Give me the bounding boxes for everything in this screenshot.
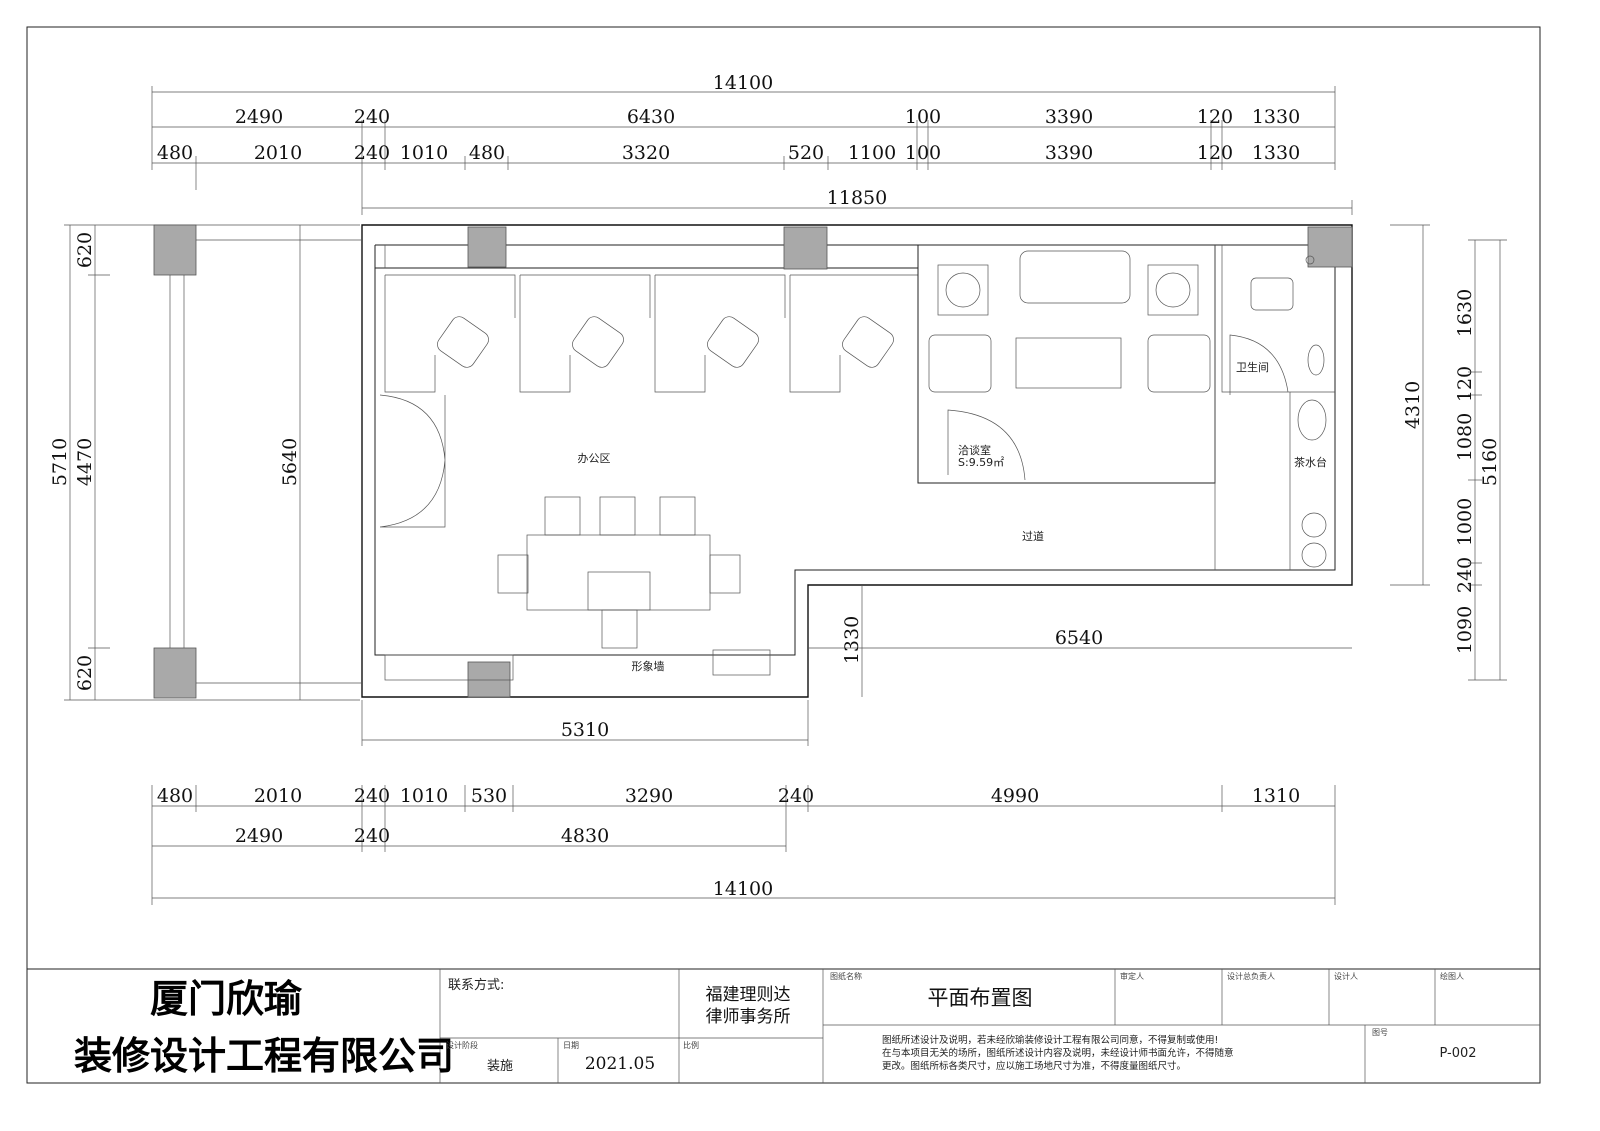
workstations: [384, 274, 919, 393]
client-line2: 律师事务所: [706, 1007, 791, 1027]
dim: 240: [778, 785, 814, 807]
column: [467, 661, 511, 698]
dim: 3390: [1045, 106, 1093, 128]
toilet-room: [1214, 245, 1335, 570]
dim: 100: [905, 142, 941, 164]
dim: 1010: [400, 142, 448, 164]
dim: 3390: [1045, 142, 1093, 164]
client-line1: 福建理则达: [706, 985, 791, 1005]
room-label-toilet: 卫生间: [1236, 360, 1269, 374]
dim: 1630: [1454, 289, 1476, 337]
dim: 240: [354, 106, 390, 128]
dim: 1330: [1252, 142, 1300, 164]
dim: 620: [74, 232, 96, 268]
dim: 240: [354, 142, 390, 164]
dim-inner-width: 11850: [827, 187, 887, 209]
left-dimensions: 5710 4470 620 620 5640: [49, 224, 360, 701]
dim: 6430: [627, 106, 675, 128]
column: [153, 224, 197, 276]
company-name-line2: 装修设计工程有限公司: [74, 1034, 454, 1078]
dim: 240: [354, 785, 390, 807]
dim: 240: [354, 825, 390, 847]
dim: 2010: [254, 142, 302, 164]
scale-label: 比例: [683, 1040, 699, 1050]
drawing-no-label: 图号: [1372, 1028, 1388, 1037]
room-area-meeting: S:9.59㎡: [958, 456, 1004, 469]
dim: 480: [157, 142, 193, 164]
dim: 1090: [1454, 606, 1476, 654]
date-label: 日期: [563, 1041, 579, 1050]
date-value: 2021.05: [585, 1054, 655, 1074]
designer-label: 设计人: [1334, 971, 1358, 981]
label-image-wall: 形象墙: [632, 659, 665, 673]
note-line: 图纸所述设计及说明，若未经欣瑜装修设计工程有限公司同意，不得复制或使用!: [882, 1034, 1218, 1046]
column: [467, 226, 507, 268]
dim: 6540: [1055, 627, 1103, 649]
room-label-meeting: 洽谈室: [958, 443, 991, 457]
room-label-corridor: 过道: [1022, 529, 1044, 543]
dim: 1000: [1454, 498, 1476, 546]
dim: 1080: [1454, 413, 1476, 461]
stage-value: 装施: [487, 1059, 513, 1074]
dim: 100: [905, 106, 941, 128]
dim: 5640: [279, 438, 301, 486]
top-dimensions: 14100 2490 240 6430 100 3390 120 1330 48…: [151, 72, 1353, 215]
chief-designer-label: 设计总负责人: [1227, 971, 1275, 981]
note-line: 更改。图纸所标各类尺寸，应以施工场地尺寸为准，不得度量图纸尺寸。: [882, 1060, 1186, 1072]
plan: 办公区 洽谈室 S:9.59㎡ 卫生间 茶水台 过道 形象墙: [153, 224, 1353, 699]
dim-top-total: 14100: [713, 72, 773, 94]
dim: 3320: [622, 142, 670, 164]
dim: 5310: [561, 719, 609, 741]
dim: 1330: [1252, 106, 1300, 128]
dim: 1330: [841, 616, 863, 664]
dim: 4470: [74, 438, 96, 486]
dim: 120: [1454, 366, 1476, 402]
right-dimensions: 4310 1630 120 1080 1000 240 1090 5160: [1390, 224, 1507, 681]
dim: 520: [788, 142, 824, 164]
column: [783, 226, 828, 270]
room-label-tea: 茶水台: [1294, 455, 1327, 469]
dim: 2490: [235, 106, 283, 128]
column: [1307, 226, 1353, 268]
column: [153, 647, 197, 699]
dim: 240: [1454, 557, 1476, 593]
drafter-label: 绘图人: [1440, 971, 1464, 981]
dim: 620: [74, 655, 96, 691]
contact-label: 联系方式:: [448, 977, 504, 993]
dim: 3290: [625, 785, 673, 807]
dim: 4310: [1402, 381, 1424, 429]
dim: 1310: [1252, 785, 1300, 807]
drawing-frame: [26, 26, 1541, 1084]
room-label-office: 办公区: [578, 452, 611, 465]
dim: 2010: [254, 785, 302, 807]
bottom-dimensions: 5310 1330 6540 480 2010 240 1010 530 329…: [151, 585, 1352, 905]
dim: 120: [1197, 106, 1233, 128]
dim: 120: [1197, 142, 1233, 164]
dim: 2490: [235, 825, 283, 847]
drawing-name: 平面布置图: [928, 986, 1033, 1010]
dim: 480: [157, 785, 193, 807]
dim: 4990: [991, 785, 1039, 807]
note-line: 在与本项目无关的场所，图纸所述设计内容及说明，未经设计师书面允许，不得随意: [882, 1047, 1234, 1059]
dim: 5160: [1479, 438, 1501, 486]
dim: 5710: [49, 438, 71, 486]
dim: 1010: [400, 785, 448, 807]
meeting-table: [497, 496, 741, 649]
dim: 480: [469, 142, 505, 164]
company-name-line1: 厦门欣瑜: [150, 977, 303, 1021]
title-block: 厦门欣瑜 装修设计工程有限公司 联系方式: 福建理则达 律师事务所 设计阶段 装…: [27, 968, 1540, 1083]
dim: 530: [471, 785, 507, 807]
stage-label: 设计阶段: [446, 1040, 478, 1050]
dim: 1100: [848, 142, 896, 164]
drawing-name-label: 图纸名称: [830, 971, 862, 981]
approver-label: 审定人: [1120, 971, 1144, 981]
drawing-no: P-002: [1439, 1046, 1476, 1061]
dim: 4830: [561, 825, 609, 847]
dim-bottom-total: 14100: [713, 878, 773, 900]
